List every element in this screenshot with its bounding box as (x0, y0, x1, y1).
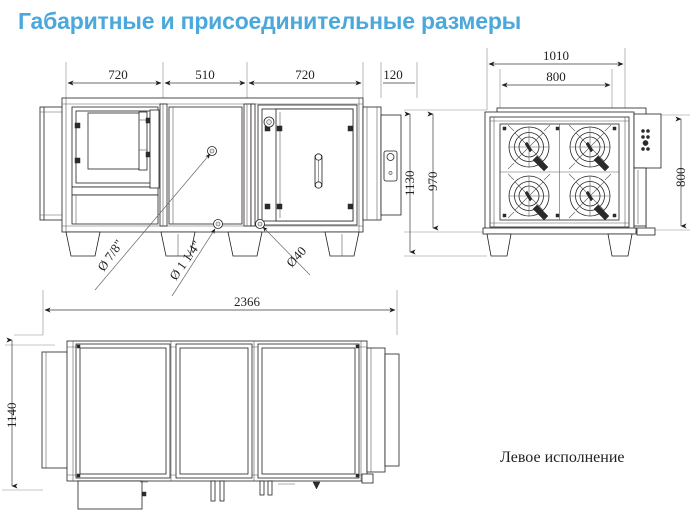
dimension-2366: 2366 (234, 294, 261, 309)
leader-label-diameter-40: Ø40 (283, 243, 309, 270)
side-view-middle-section (168, 106, 243, 225)
door-handle-icon (314, 153, 323, 189)
fan-unit-3 (507, 173, 551, 221)
dimension-1140: 1140 (4, 402, 19, 428)
dimension-510: 510 (195, 67, 215, 82)
dimension-720-left: 720 (108, 67, 128, 82)
front-view-support-legs (482, 227, 656, 257)
dimension-970: 970 (425, 172, 440, 192)
side-view-left-section-panels (71, 106, 160, 225)
indicator-lights-icon (641, 129, 650, 151)
fan-unit-2 (568, 124, 612, 172)
plan-view-drain-pipes (210, 480, 321, 502)
fan-unit-1 (507, 124, 551, 172)
plan-view-width-dimension: 1140 (4, 337, 19, 489)
dimension-800-right: 800 (673, 168, 688, 188)
plan-view-panel-sections (75, 341, 360, 481)
side-view-ports (207, 116, 275, 229)
dimension-1010: 1010 (543, 48, 569, 63)
front-view-vertical-dimensions: 1130 970 (402, 111, 440, 255)
front-view-fan-panel (499, 123, 620, 221)
side-view-right-duct (362, 106, 402, 221)
front-view-horizontal-dimensions: 1010 800 (488, 48, 624, 88)
dimension-1130: 1130 (402, 170, 417, 196)
execution-caption: Левое исполнение (500, 449, 624, 466)
plan-view-length-dimension: 2366 (44, 294, 396, 313)
side-view-left-duct-flange (39, 106, 65, 221)
leader-label-diameter-7-8: Ø 7/8" (94, 237, 126, 274)
side-view-top-dimension-chain: 720 510 720 120 (67, 67, 415, 86)
plan-view: 2366 1140 (2, 290, 400, 510)
plan-view-electrical-box (77, 480, 148, 510)
fan-unit-4 (568, 173, 612, 221)
front-elevation-view: 1010 800 1130 970 800 (402, 48, 690, 257)
dimension-800-top: 800 (546, 69, 566, 84)
damper-actuator-icon (383, 150, 398, 182)
page-title: Габаритные и присоединительные размеры (18, 8, 522, 34)
dimension-120: 120 (383, 67, 403, 82)
side-view-support-legs (65, 231, 360, 257)
front-view-control-box (633, 113, 662, 227)
side-elevation-view: 720 510 720 120 (39, 62, 418, 297)
side-view-frame-posts (159, 103, 256, 227)
front-view-extension-lines (404, 48, 690, 257)
side-view-access-door (257, 104, 358, 226)
dimension-720-right: 720 (295, 67, 315, 82)
plan-view-extension-lines (2, 290, 398, 491)
side-view-extension-lines (65, 62, 418, 98)
plan-view-right-duct (361, 347, 400, 484)
front-view-right-dimension: 800 (673, 116, 688, 229)
